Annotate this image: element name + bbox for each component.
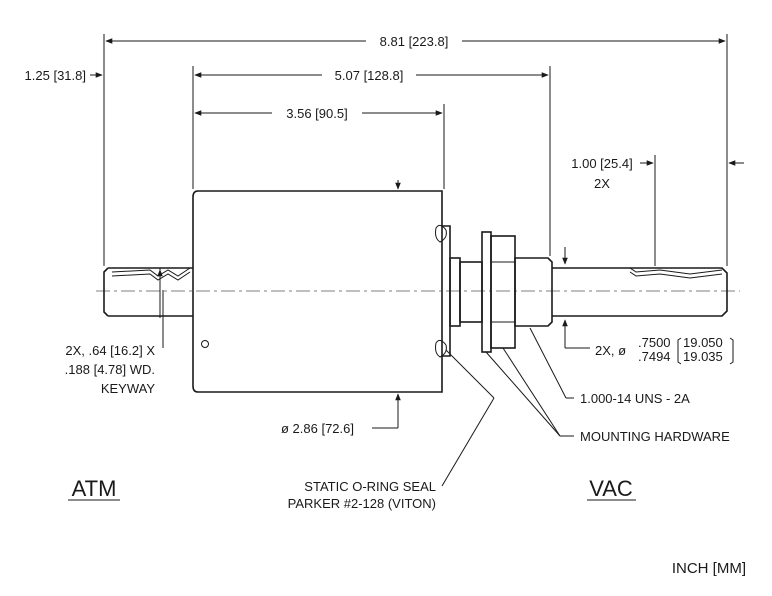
dim-vac-shaft-label: 1.00 [25.4] — [571, 156, 632, 171]
o-ring-top — [435, 224, 447, 243]
keyway-label-3: KEYWAY — [101, 381, 156, 396]
dim-atm-shaft-label: 1.25 [31.8] — [25, 68, 86, 83]
thread-leader — [529, 327, 574, 399]
shaft-dia-in-max: .7500 — [638, 335, 671, 350]
dim-body-length — [194, 104, 445, 189]
dim-vac-shaft — [640, 155, 744, 266]
shaft-dia-bracket-left — [677, 337, 682, 365]
vac-shaft — [552, 267, 728, 317]
hardware-leader — [485, 347, 574, 437]
o-ring-bottom — [435, 339, 447, 358]
dim-to-flange — [194, 66, 551, 256]
dim-overall-label: 8.81 [223.8] — [380, 34, 449, 49]
shaft-dia-mm-max: 19.050 — [683, 335, 723, 350]
keyway-label-2: .188 [4.78] WD. — [65, 362, 155, 377]
dim-vac-shaft-qty: 2X — [594, 176, 610, 191]
keyway-label-1: 2X, .64 [16.2] X — [65, 343, 155, 358]
shaft-dia-leader — [562, 247, 590, 349]
units-label: INCH [MM] — [672, 560, 746, 577]
mounting-hardware — [449, 231, 553, 353]
thread-label: 1.000-14 UNS - 2A — [580, 391, 690, 406]
shaft-dia-in-min: .7494 — [638, 349, 671, 364]
atm-shaft — [103, 267, 193, 317]
seal-label-1: STATIC O-RING SEAL — [304, 479, 436, 494]
dim-atm-shaft — [90, 66, 194, 189]
body-dia-leader — [372, 404, 399, 429]
seal-label-2: PARKER #2-128 (VITON) — [288, 496, 436, 511]
dim-body-length-label: 3.56 [90.5] — [286, 106, 347, 121]
shaft-dia-bracket-right — [729, 337, 734, 365]
shaft-dia-mm-min: 19.035 — [683, 349, 723, 364]
keyway-leader — [157, 269, 164, 348]
set-screw-hole — [201, 340, 209, 348]
vac-side-label: VAC — [589, 476, 633, 501]
main-body — [192, 190, 451, 393]
dim-to-flange-label: 5.07 [128.8] — [335, 68, 404, 83]
atm-side-label: ATM — [72, 476, 117, 501]
seal-leader — [441, 349, 495, 487]
hardware-label: MOUNTING HARDWARE — [580, 429, 730, 444]
body-dia-label: ø 2.86 [72.6] — [281, 421, 354, 436]
dim-overall — [103, 34, 728, 266]
shaft-dia-prefix: 2X, ø — [595, 343, 626, 358]
